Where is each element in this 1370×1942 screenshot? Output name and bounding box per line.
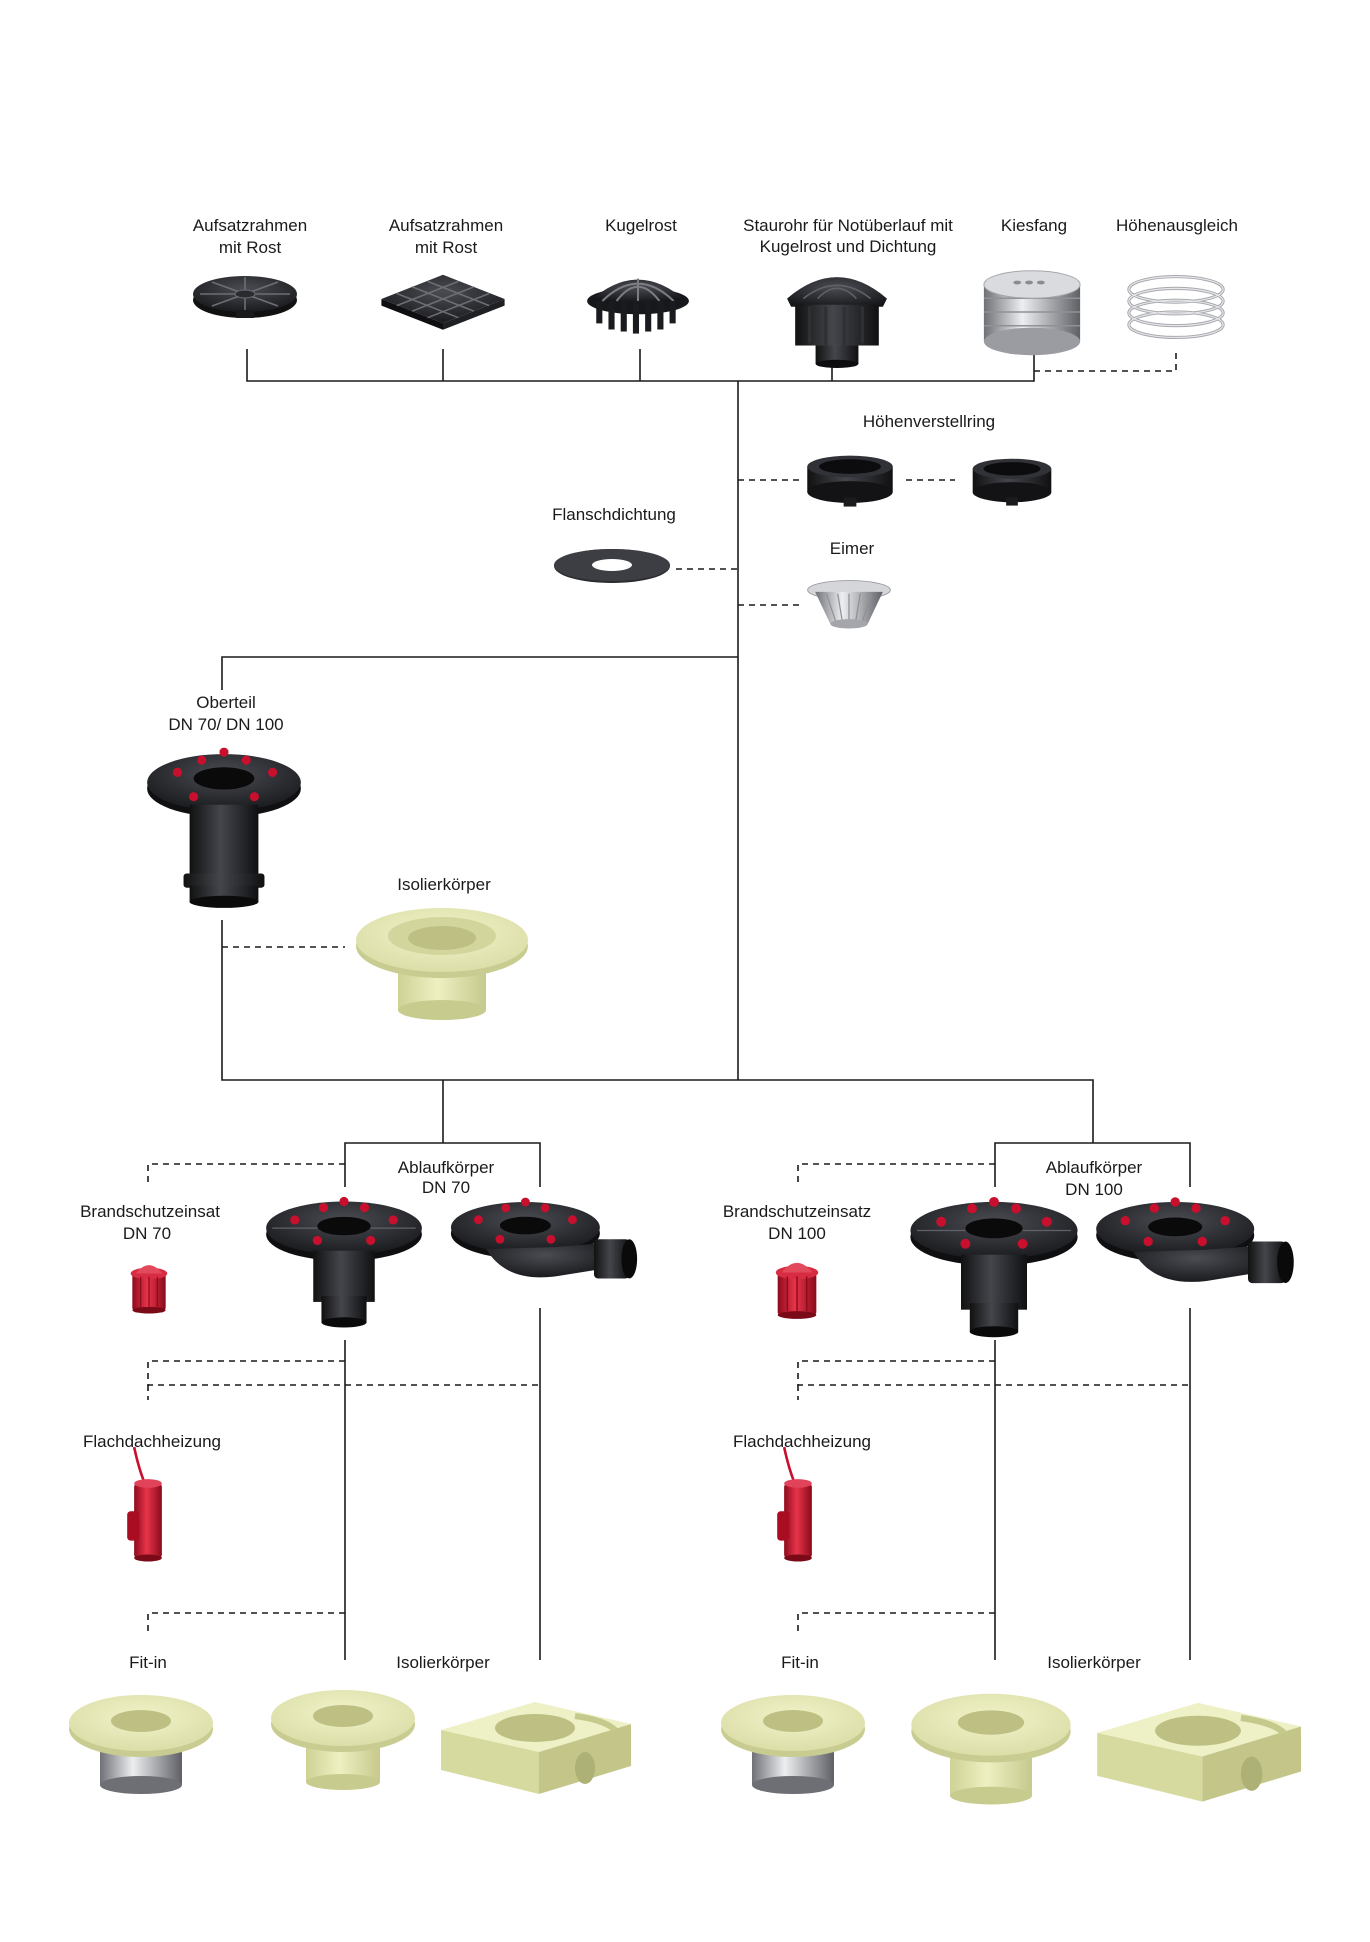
flat-roof-heating-dn70-icon [125, 1445, 164, 1564]
connector-lines [147, 349, 1191, 1660]
height-compensation-ring-icon [1127, 274, 1225, 340]
height-adjustment-ring-small-icon [972, 458, 1052, 506]
label-aufsatzrahmen-eckig-2: mit Rost [415, 238, 478, 257]
label-flanschdichtung: Flanschdichtung [552, 505, 676, 524]
flat-roof-heating-dn100-icon [775, 1445, 814, 1564]
upper-part-drain-icon [147, 747, 301, 908]
drain-body-horizontal-dn100-icon [1096, 1197, 1294, 1284]
drain-body-vertical-dn100-icon [909, 1196, 1079, 1338]
overflow-standpipe-icon [785, 275, 889, 370]
label-brandschutz-dn70-2: DN 70 [123, 1224, 171, 1243]
label-oberteil-1: Oberteil [196, 693, 256, 712]
drain-body-vertical-dn70-icon [265, 1196, 423, 1329]
label-flachdachheizung-dn70: Flachdachheizung [83, 1432, 221, 1451]
label-brandschutz-dn100-2: DN 100 [768, 1224, 826, 1243]
gravel-guard-icon [983, 270, 1081, 356]
label-ablaufkoerper-dn100-2: DN 100 [1065, 1180, 1123, 1199]
label-eimer: Eimer [830, 539, 875, 558]
label-oberteil-2: DN 70/ DN 100 [168, 715, 283, 734]
insulation-body-top-icon [356, 908, 528, 1020]
label-ablaufkoerper-dn70-2: DN 70 [422, 1178, 470, 1197]
height-adjustment-ring-icon [807, 455, 893, 507]
label-brandschutz-dn70-1: Brandschutzeinsat [80, 1202, 220, 1221]
fire-protection-insert-dn70-icon [129, 1264, 169, 1315]
label-kiesfang: Kiesfang [1001, 216, 1067, 235]
drain-body-horizontal-dn70-icon [450, 1197, 638, 1279]
label-ablaufkoerper-dn70-1: Ablaufkörper [398, 1158, 495, 1177]
label-fitin-dn70: Fit-in [129, 1653, 167, 1672]
insulation-body-round-dn70-icon [271, 1690, 415, 1790]
label-flachdachheizung-dn100: Flachdachheizung [733, 1432, 871, 1451]
insulation-body-block-dn100-icon [1097, 1703, 1301, 1802]
flange-seal-icon [554, 549, 670, 583]
dome-grate-icon [586, 277, 690, 335]
label-isolierkoerper-dn70: Isolierkörper [396, 1653, 490, 1672]
fire-protection-insert-dn100-icon [774, 1262, 820, 1320]
label-fitin-dn100: Fit-in [781, 1653, 819, 1672]
fit-in-dn70-icon [69, 1695, 213, 1794]
label-isolierkoerper-dn100: Isolierkörper [1047, 1653, 1141, 1672]
dirt-bucket-icon [807, 579, 891, 630]
label-kugelrost: Kugelrost [605, 216, 677, 235]
label-hoehenverstellring: Höhenverstellring [863, 412, 995, 431]
round-grate-frame-icon [192, 275, 298, 319]
fit-in-dn100-icon [721, 1695, 865, 1794]
insulation-body-block-dn70-icon [441, 1702, 631, 1794]
label-isolierkoerper-top: Isolierkörper [397, 875, 491, 894]
label-hoehenausgleich: Höhenausgleich [1116, 216, 1238, 235]
label-aufsatzrahmen-rund-1: Aufsatzrahmen [193, 216, 307, 235]
label-aufsatzrahmen-eckig-1: Aufsatzrahmen [389, 216, 503, 235]
label-ablaufkoerper-dn100-1: Ablaufkörper [1046, 1158, 1143, 1177]
label-staurohr-1: Staurohr für Notüberlauf mit [743, 216, 953, 235]
square-grate-frame-icon [380, 273, 506, 331]
label-aufsatzrahmen-rund-2: mit Rost [219, 238, 282, 257]
insulation-body-round-dn100-icon [911, 1693, 1071, 1805]
label-staurohr-2: Kugelrost und Dichtung [760, 237, 937, 256]
label-brandschutz-dn100-1: Brandschutzeinsatz [723, 1202, 871, 1221]
